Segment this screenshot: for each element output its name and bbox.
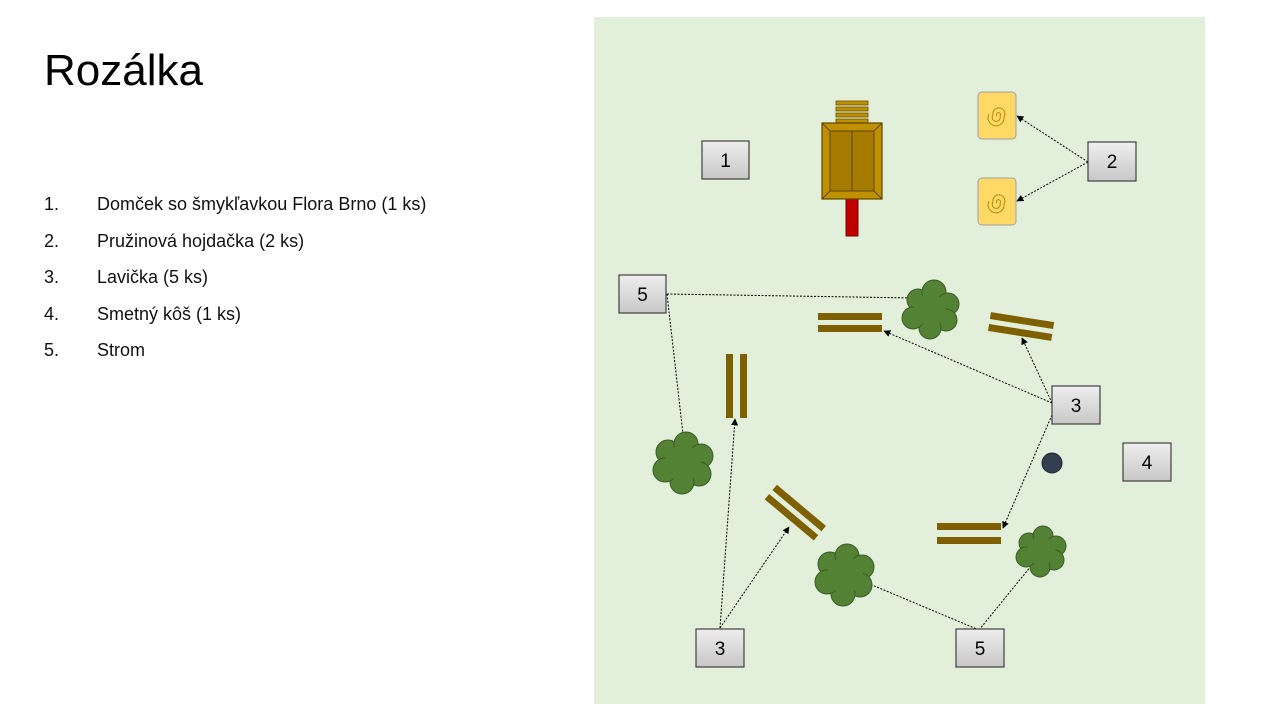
bench: [726, 354, 747, 418]
arrow-line: [1016, 161, 1089, 202]
arrow-line: [666, 293, 687, 444]
legend-number: 3.: [44, 267, 60, 288]
legend-text: Strom: [97, 340, 146, 361]
label-number: 5: [637, 285, 648, 306]
legend-number: 1.: [44, 194, 60, 214]
legend-text: Lavička (5 ks): [97, 267, 209, 288]
tree-icon: [1015, 525, 1067, 578]
label-box-4: 4: [1122, 442, 1172, 482]
spring-rider-seat: [977, 177, 1017, 226]
label-number: 1: [720, 151, 731, 172]
label-box-1: 1: [701, 140, 750, 180]
bench: [818, 313, 882, 332]
label-number: 4: [1142, 453, 1153, 474]
label-box-5-top: 5: [618, 274, 667, 314]
legend-item: 1. Domček so šmykľavkou Flora Brno (1 ks): [44, 194, 426, 231]
playhouse-with-slide: [821, 100, 883, 237]
arrow-line: [852, 576, 980, 631]
stair-step: [835, 100, 869, 106]
spring-rider: [977, 177, 1017, 226]
tree-icon: [652, 431, 714, 495]
arrow-line: [666, 293, 916, 302]
label-number: 3: [1071, 396, 1082, 417]
arrow-line: [719, 526, 790, 629]
label-box-5-bottom: 5: [955, 628, 1005, 668]
bench: [987, 312, 1055, 341]
tree-icon: [814, 543, 875, 607]
arrow-line: [719, 418, 739, 629]
legend-text: Domček so šmykľavkou Flora Brno (1 ks): [97, 194, 427, 214]
legend-item: 4. Smetný kôš (1 ks): [44, 304, 426, 341]
spring-rider: [977, 91, 1017, 140]
legend-number: 2.: [44, 230, 60, 251]
stair-step: [835, 112, 869, 118]
page-title: Rozálka: [44, 46, 203, 95]
label-number: 2: [1107, 152, 1118, 173]
site-plan-drawing: 1 2 5 3 4 3 5: [618, 91, 1172, 668]
spiral-icon: [987, 194, 1006, 214]
arrow-line: [1002, 414, 1053, 529]
bench: [937, 523, 1001, 544]
label-box-3-right: 3: [1051, 385, 1101, 425]
spiral-icon: [987, 107, 1006, 127]
arrow-line: [1021, 337, 1053, 404]
legend-list: 1. Domček so šmykľavkou Flora Brno (1 ks)…: [44, 194, 426, 377]
benches: [726, 312, 1055, 544]
tree-icon: [901, 279, 960, 340]
bench: [764, 484, 826, 541]
stair-step: [835, 106, 869, 112]
label-number: 3: [715, 639, 726, 660]
legend-item: 5. Strom: [44, 340, 426, 377]
label-number: 5: [975, 639, 986, 660]
site-plan: 1 2 5 3 4 3 5: [594, 17, 1205, 704]
legend-number: 5.: [44, 340, 60, 361]
arrow-line: [883, 330, 1053, 404]
label-box-3-bottom: 3: [695, 628, 745, 668]
legend-text: Pružinová hojdačka (2 ks): [97, 230, 305, 251]
trees: [652, 279, 1067, 607]
legend-text: Smetný kôš (1 ks): [97, 303, 242, 324]
label-box-2: 2: [1087, 141, 1137, 182]
legend-item: 3. Lavička (5 ks): [44, 267, 426, 304]
arrow-line: [1016, 115, 1089, 163]
waste-bin: [1041, 452, 1063, 474]
legend-number: 4.: [44, 303, 60, 324]
legend-item: 2. Pružinová hojdačka (2 ks): [44, 231, 426, 268]
slide: [845, 197, 859, 237]
